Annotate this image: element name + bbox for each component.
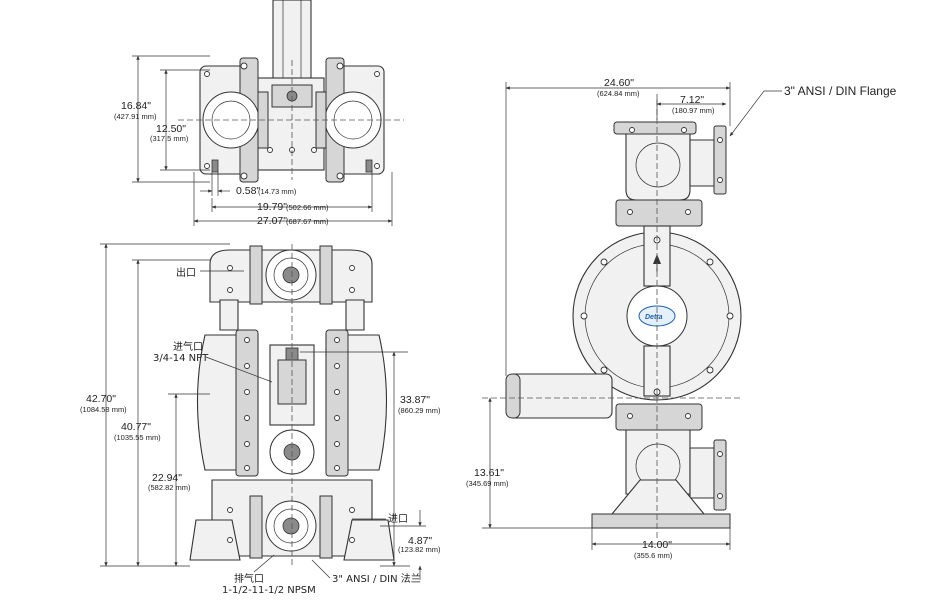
top-width-inner-mm: (502.66 mm)	[286, 203, 329, 212]
front-inlet-height: 4.87"	[408, 535, 432, 547]
air-inlet-label: 进气口	[173, 340, 203, 353]
front-height-air: 33.87"	[400, 394, 430, 406]
side-outlet-elbow	[625, 133, 691, 201]
outlet-label: 出口	[176, 266, 196, 279]
side-height-air: 13.61"	[474, 467, 504, 479]
top-view: 16.84" (427.91 mm) 12.50" (317.5 mm) 0.5…	[114, 0, 404, 227]
side-flange-label: 3" ANSI / DIN Flange	[784, 84, 897, 98]
side-flange-offset-mm: (180.97 mm)	[672, 106, 715, 115]
front-height-air-mm: (860.29 mm)	[398, 406, 441, 415]
side-width-total-mm: (624.84 mm)	[597, 89, 640, 98]
top-offset: 0.58"	[236, 185, 260, 197]
side-logo: Detta	[645, 314, 663, 321]
inlet-label: 进口	[388, 513, 408, 525]
top-height-total-mm: (427.91 mm)	[114, 112, 157, 121]
front-height-total-mm: (1084.58 mm)	[80, 405, 127, 414]
side-view: Detta	[466, 77, 897, 560]
top-width-total: 27.07"	[257, 215, 287, 227]
side-width-total: 24.60"	[604, 77, 634, 89]
top-width-inner: 19.79"	[257, 201, 287, 213]
top-height-inner: 12.50"	[156, 123, 186, 135]
front-inlet-height-mm: (123.82 mm)	[398, 545, 441, 554]
top-height-total: 16.84"	[121, 100, 151, 112]
top-height-inner-mm: (317.5 mm)	[150, 134, 189, 143]
side-muffler	[507, 373, 613, 419]
side-flange-offset: 7.12"	[680, 94, 704, 106]
exhaust-thread: 1-1/2-11-1/2 NPSM	[222, 585, 316, 596]
side-flange	[713, 125, 727, 195]
front-view: 出口 进气口 3/4-14 NPT 进口 排气口 1-1/2-11-1/2 NP…	[80, 243, 441, 596]
side-height-air-mm: (345.69 mm)	[466, 479, 509, 488]
front-height-2-mm: (1035.55 mm)	[114, 433, 161, 442]
front-height-2: 40.77"	[121, 421, 151, 433]
top-width-total-mm: (687.67 mm)	[286, 217, 329, 226]
front-flange-label: 3" ANSI / DIN 法兰	[332, 572, 421, 585]
side-base-width: 14.00"	[642, 539, 672, 551]
front-height-3: 22.94"	[152, 472, 182, 484]
front-height-3-mm: (582.82 mm)	[148, 483, 191, 492]
exhaust-label: 排气口	[234, 572, 264, 585]
top-muffler-pipe	[272, 0, 312, 81]
front-height-total: 42.70"	[86, 393, 116, 405]
top-offset-mm: (14.73 mm)	[258, 187, 297, 196]
side-base	[591, 513, 731, 529]
air-inlet-thread: 3/4-14 NPT	[153, 353, 209, 364]
side-base-width-mm: (355.6 mm)	[634, 551, 673, 560]
